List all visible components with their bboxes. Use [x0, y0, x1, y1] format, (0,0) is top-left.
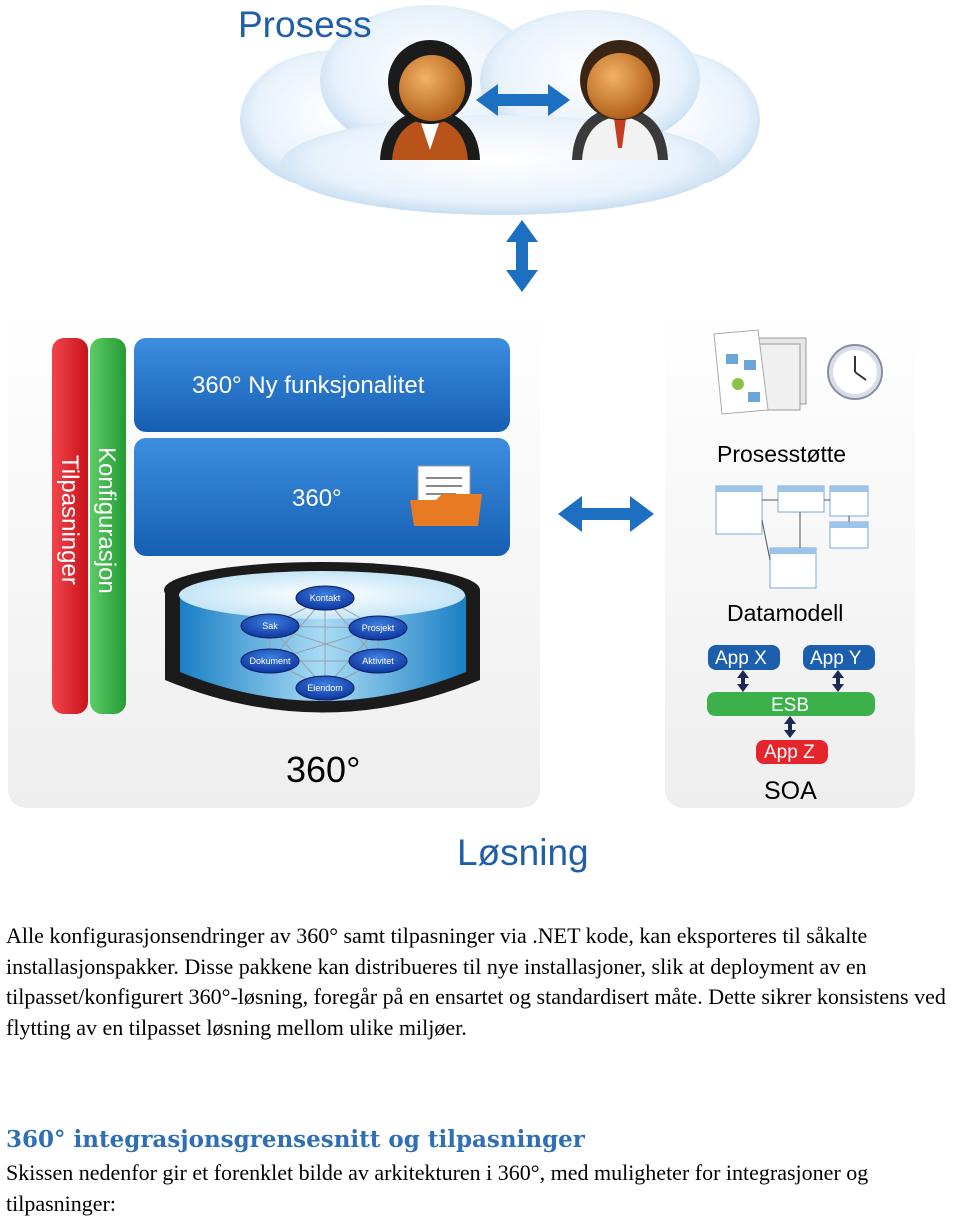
- core-block: [134, 438, 510, 556]
- data-model-icon: [715, 485, 869, 589]
- core-label: 360°: [292, 485, 342, 512]
- person-icon: [572, 40, 668, 160]
- small-arrow-icon: [737, 670, 844, 692]
- solution-title: Løsning: [457, 832, 589, 873]
- double-arrow-icon: [558, 496, 654, 532]
- clock-icon: [827, 344, 883, 400]
- soa-label: SOA: [764, 777, 817, 805]
- platform-label: 360°: [286, 749, 360, 790]
- app-x-box: [708, 645, 780, 670]
- double-arrow-icon: [476, 84, 570, 116]
- tilpasninger-bar: [52, 338, 88, 714]
- entity-node-sak: Sak: [240, 613, 300, 639]
- section-heading: 360° integrasjonsgrensesnitt og tilpasni…: [6, 1126, 585, 1153]
- entity-label: Dokument: [249, 656, 291, 666]
- entity-label: Prosjekt: [362, 623, 395, 633]
- small-arrow-icon: [784, 716, 796, 738]
- esb-bar: [707, 692, 875, 716]
- konfigurasjon-bar: [90, 338, 126, 714]
- architecture-diagram: Prosess Tilpasninger Konfigurasjon 360° …: [8, 4, 915, 873]
- tilpasninger-label: Tilpasninger: [56, 455, 83, 585]
- app-y-box: [803, 645, 875, 670]
- entity-node-aktivitet: Aktivitet: [348, 648, 408, 674]
- konfigurasjon-label: Konfigurasjon: [93, 447, 120, 594]
- datamodell-label: Datamodell: [727, 600, 843, 626]
- flowchart-icon: [713, 329, 807, 415]
- entity-node-kontakt: Kontakt: [295, 585, 355, 611]
- app-x-label: App X: [715, 648, 767, 669]
- entity-label: Aktivitet: [362, 656, 394, 666]
- person-icon: [380, 40, 480, 160]
- entity-node-eiendom: Eiendom: [295, 675, 355, 701]
- new-functionality-block: [134, 338, 510, 432]
- prosesstotte-label: Prosesstøtte: [717, 441, 846, 467]
- entity-label: Kontakt: [310, 593, 341, 603]
- paragraph-installation-packages: Alle konfigurasjonsendringer av 360° sam…: [6, 923, 946, 1040]
- app-y-label: App Y: [810, 648, 862, 669]
- entity-label: Sak: [262, 621, 278, 631]
- document-folder-icon: [410, 465, 482, 526]
- entity-label: Eiendom: [307, 683, 343, 693]
- app-z-label: App Z: [764, 742, 815, 763]
- app-z-box: [756, 740, 828, 764]
- entity-node-prosjekt: Prosjekt: [348, 615, 408, 641]
- esb-label: ESB: [771, 695, 809, 716]
- new-functionality-label: 360° Ny funksjonalitet: [192, 372, 425, 399]
- entity-node-dokument: Dokument: [240, 648, 300, 674]
- paragraph-architecture-intro: Skissen nedenfor gir et forenklet bilde …: [6, 1160, 869, 1216]
- double-arrow-icon: [506, 220, 538, 292]
- process-title: Prosess: [238, 4, 372, 45]
